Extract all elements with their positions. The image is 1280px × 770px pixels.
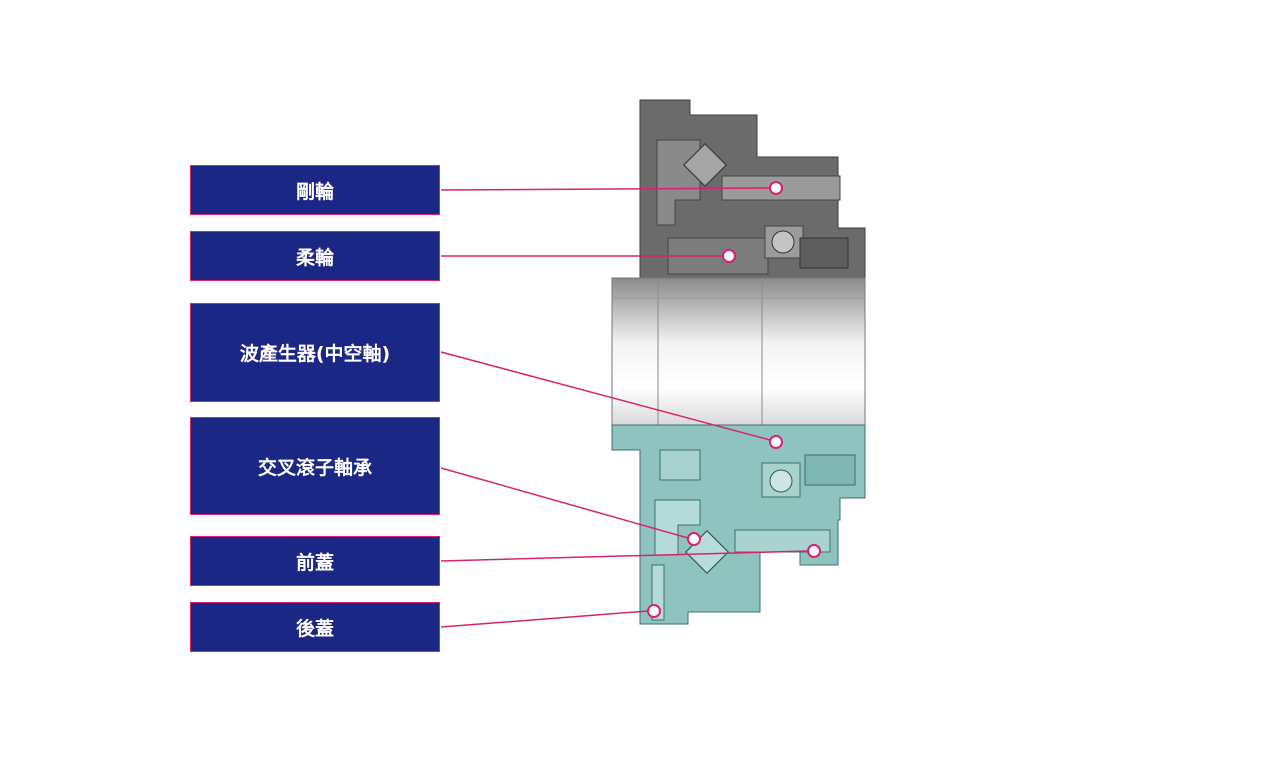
marker-wave-generator xyxy=(769,435,783,449)
hollow-shaft-section xyxy=(611,277,866,426)
hollow-shaft-body xyxy=(611,277,866,426)
marker-rear-cover xyxy=(647,604,661,618)
lower-ball xyxy=(769,469,793,493)
marker-circular-spline xyxy=(769,181,783,195)
lower-bearing-seat xyxy=(659,449,701,481)
label-wave-generator: 波產生器(中空軸) xyxy=(190,303,440,402)
marker-flexspline xyxy=(722,249,736,263)
marker-front-cover xyxy=(807,544,821,558)
label-rear-cover: 後蓋 xyxy=(190,602,440,652)
marker-cross-roller-bearing xyxy=(687,532,701,546)
label-circular-spline: 剛輪 xyxy=(190,165,440,215)
leader-line-circular-spline xyxy=(440,187,771,191)
label-text: 後蓋 xyxy=(295,617,334,640)
upper-ball xyxy=(771,230,795,254)
label-text: 柔輪 xyxy=(295,246,334,269)
upper-seal xyxy=(799,237,849,269)
leader-line-rear-cover xyxy=(440,610,649,628)
leader-line-cross-roller-bearing xyxy=(440,467,689,539)
label-flexspline: 柔輪 xyxy=(190,231,440,281)
label-text: 剛輪 xyxy=(295,180,334,203)
label-text: 波產生器(中空軸) xyxy=(239,343,391,365)
leader-line-front-cover xyxy=(440,550,809,562)
leader-line-wave-generator xyxy=(440,351,771,441)
label-front-cover: 前蓋 xyxy=(190,536,440,586)
label-text: 前蓋 xyxy=(295,551,334,574)
label-text: 交叉滾子軸承 xyxy=(257,456,372,479)
label-cross-roller-bearing: 交叉滾子軸承 xyxy=(190,417,440,515)
leader-markers xyxy=(647,181,821,618)
upper-bearing-roller xyxy=(682,142,728,188)
leader-lines xyxy=(440,187,809,628)
lower-cover-section xyxy=(611,424,866,625)
lower-seal xyxy=(804,454,856,486)
